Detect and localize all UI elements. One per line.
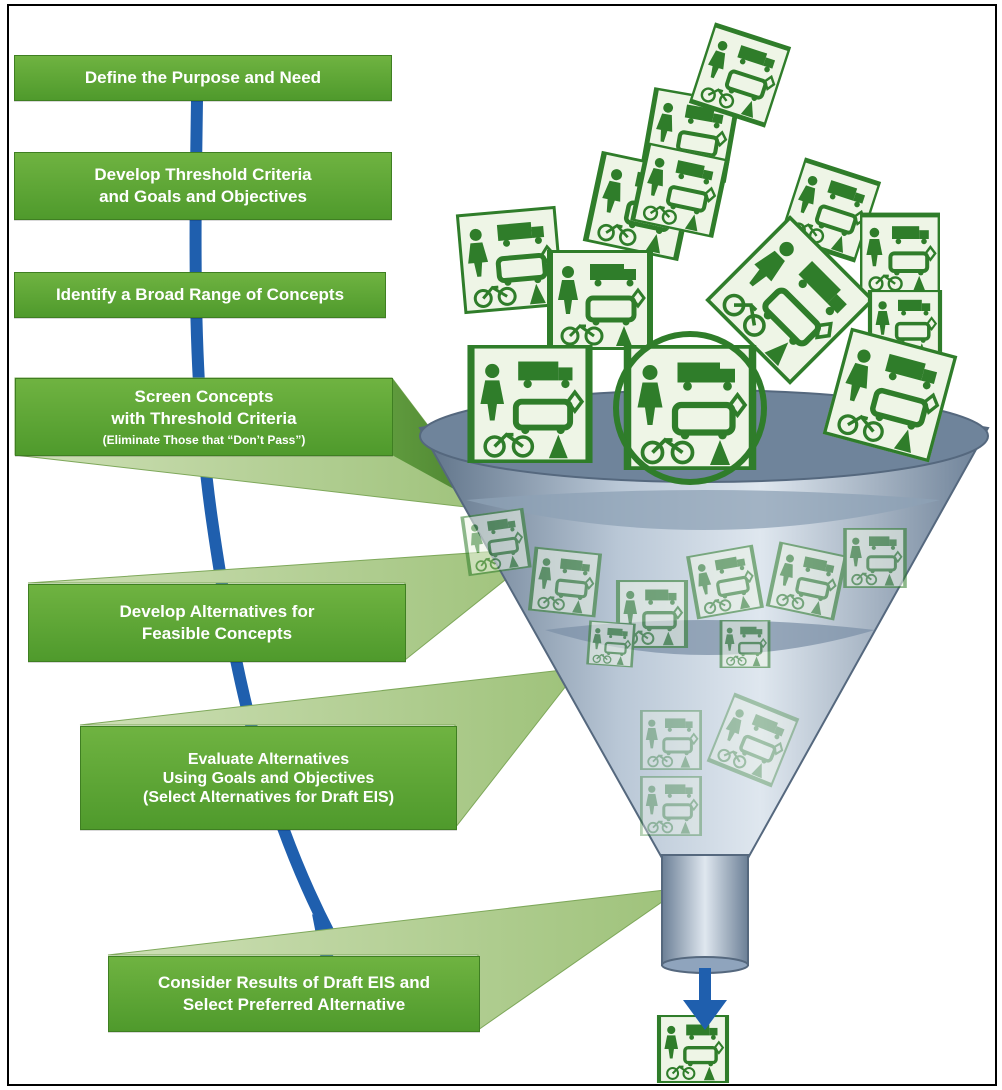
step-screen-concepts-line2: with Threshold Criteria (111, 409, 297, 428)
step-screen-concepts: Screen Concepts with Threshold Criteria … (15, 378, 393, 456)
step-evaluate-alternatives: Evaluate Alternatives Using Goals and Ob… (80, 726, 457, 830)
funnel-band-top (466, 490, 940, 530)
output-arrowhead (683, 1000, 727, 1030)
step-evaluate-alternatives-line1: Evaluate Alternatives (187, 750, 350, 768)
step-threshold-criteria-line2: and Goals and Objectives (99, 187, 307, 206)
step-develop-alternatives: Develop Alternatives for Feasible Concep… (28, 584, 406, 662)
step-screen-concepts-line1: Screen Concepts (134, 387, 274, 406)
step-identify-concepts: Identify a Broad Range of Concepts (14, 272, 386, 318)
funnel-spout (661, 854, 749, 966)
step-define-purpose: Define the Purpose and Need (14, 55, 392, 101)
step-evaluate-alternatives-line2: Using Goals and Objectives (162, 769, 375, 787)
step-threshold-criteria-line1: Develop Threshold Criteria (94, 165, 312, 184)
step-develop-alternatives-line1: Develop Alternatives for (119, 602, 315, 621)
step-evaluate-alternatives-line3: (Select Alternatives for Draft EIS) (142, 788, 395, 806)
step-threshold-criteria: Develop Threshold Criteria and Goals and… (14, 152, 392, 220)
step-consider-results-line2: Select Preferred Alternative (182, 995, 406, 1014)
step-consider-results: Consider Results of Draft EIS and Select… (108, 956, 480, 1032)
step-screen-concepts-note: (Eliminate Those that “Don’t Pass”) (102, 433, 306, 447)
step-develop-alternatives-line2: Feasible Concepts (141, 624, 293, 643)
step-consider-results-line1: Consider Results of Draft EIS and (157, 973, 431, 992)
step-define-purpose-text: Define the Purpose and Need (84, 68, 322, 87)
preferred-alternative-sign (659, 1015, 727, 1083)
round-sign-outline (613, 331, 767, 485)
step-identify-concepts-text: Identify a Broad Range of Concepts (55, 285, 345, 304)
